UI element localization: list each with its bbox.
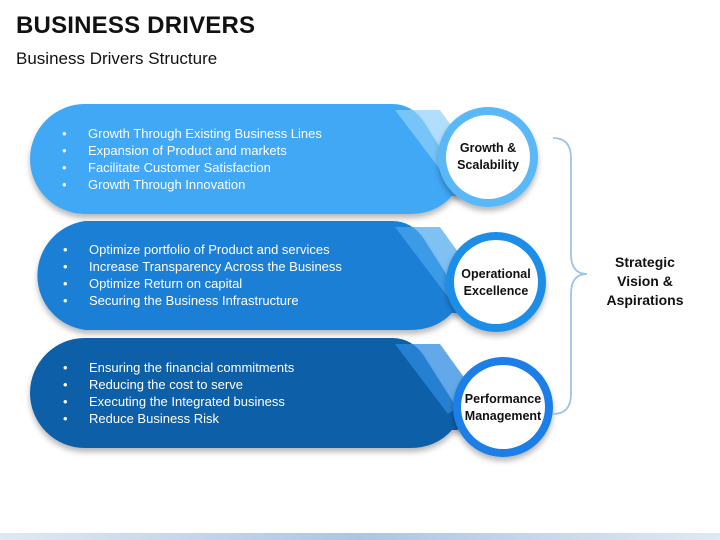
driver-label-operational: Operational Excellence — [454, 266, 538, 300]
driver-bullets-growth: Growth Through Existing Business Lines E… — [62, 125, 322, 193]
driver-label-line: Excellence — [463, 284, 529, 298]
driver-label-line: Management — [464, 409, 542, 423]
bullet-item: Executing the Integrated business — [63, 393, 294, 410]
outcome-line: Aspirations — [606, 292, 684, 308]
driver-label-performance: Performance Management — [461, 391, 545, 425]
bullet-item: Facilitate Customer Satisfaction — [62, 159, 322, 176]
bullet-item: Reduce Business Risk — [63, 410, 294, 427]
bullet-item: Ensuring the financial commitments — [63, 359, 294, 376]
bullet-item: Optimize portfolio of Product and servic… — [63, 241, 342, 258]
page-title: BUSINESS DRIVERS — [16, 12, 256, 39]
driver-label-growth: Growth & Scalability — [446, 140, 530, 174]
driver-label-line: Operational — [461, 267, 531, 281]
driver-bullets-operational: Optimize portfolio of Product and servic… — [63, 241, 342, 309]
page-subtitle: Business Drivers Structure — [16, 49, 218, 68]
bullet-item: Increase Transparency Across the Busines… — [63, 258, 342, 275]
bullet-item: Reducing the cost to serve — [63, 376, 294, 393]
outcome-line: Vision & — [617, 273, 673, 289]
driver-label-line: Growth & — [459, 141, 517, 155]
driver-circle-operational — [454, 240, 538, 324]
driver-circle-performance — [461, 365, 545, 449]
driver-circle-growth — [446, 115, 530, 199]
footer-accent-bar — [0, 533, 720, 540]
bullet-item: Optimize Return on capital — [63, 275, 342, 292]
bullet-item: Growth Through Existing Business Lines — [62, 125, 322, 142]
driver-label-line: Performance — [464, 392, 542, 406]
driver-label-line: Scalability — [457, 158, 519, 172]
bullet-item: Securing the Business Infrastructure — [63, 292, 342, 309]
bullet-item: Expansion of Product and markets — [62, 142, 322, 159]
outcome-line: Strategic — [615, 254, 675, 270]
driver-bullets-performance: Ensuring the financial commitments Reduc… — [63, 359, 294, 427]
bullet-item: Growth Through Innovation — [62, 176, 322, 193]
curly-brace — [552, 137, 588, 415]
outcome-label: Strategic Vision & Aspirations — [592, 253, 698, 310]
